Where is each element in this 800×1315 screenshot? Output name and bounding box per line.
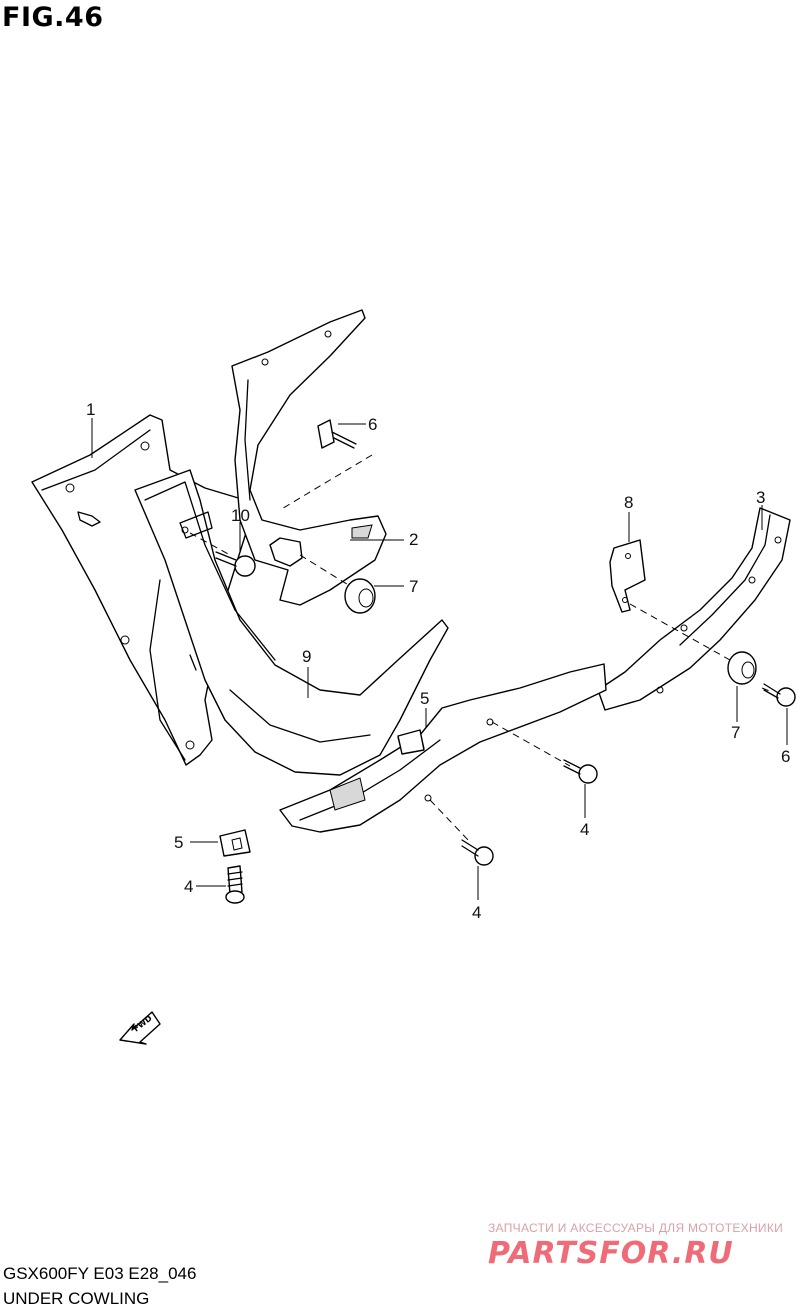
- part-8-bracket: [609, 539, 646, 613]
- callout-1: 1: [86, 400, 95, 419]
- watermark-logo: PARTSFOR.RU: [488, 1236, 734, 1271]
- callout-7-right: 7: [731, 723, 740, 742]
- callout-6-upper: 6: [368, 415, 377, 434]
- callout-5-mounted: 5: [420, 689, 429, 708]
- part-2-upper-panel: [231, 309, 387, 606]
- part-5-clip-nut-loose: [219, 829, 251, 857]
- part-4-screw-right: [563, 759, 598, 784]
- part-6-bolt-right: [763, 683, 796, 707]
- part-3-right-panel: [597, 507, 791, 711]
- callout-8: 8: [624, 493, 633, 512]
- callout-6-right: 6: [781, 747, 790, 766]
- callout-7-center: 7: [409, 577, 418, 596]
- callout-5-loose: 5: [174, 833, 183, 852]
- part-5-clip-nut-mounted: [397, 729, 425, 755]
- fwd-direction-marker: FWD: [119, 1011, 161, 1045]
- figure-title: FIG.46: [2, 2, 104, 33]
- callout-4-loose: 4: [184, 877, 193, 896]
- callout-4-lower: 4: [472, 903, 481, 922]
- part-9-center-cowling: [134, 469, 449, 776]
- callout-4-right: 4: [580, 820, 589, 839]
- part-4-screw-lower: [461, 839, 494, 866]
- watermark-caption: ЗАПЧАСТИ И АКСЕССУАРЫ ДЛЯ МОТОТЕХНИКИ: [488, 1221, 784, 1235]
- part-4-screw-loose: [225, 865, 245, 904]
- assembly-name: UNDER COWLING: [3, 1289, 150, 1308]
- callout-2: 2: [409, 530, 418, 549]
- part-6-bolt-upper: [317, 419, 357, 449]
- part-10-screw: [215, 551, 256, 577]
- callout-labels: 1 2 3 4 4 4 5 5 6 6 7 7 8 9 10: [86, 400, 790, 922]
- callout-10: 10: [231, 506, 250, 525]
- part-7-grommet-right: [727, 651, 757, 685]
- callout-3: 3: [756, 488, 765, 507]
- model-code: GSX600FY E03 E28_046: [3, 1264, 197, 1283]
- assembly-lines: [189, 454, 773, 843]
- callout-9: 9: [302, 647, 311, 666]
- part-7-grommet-center: [344, 578, 376, 614]
- leader-lines: [91, 418, 788, 900]
